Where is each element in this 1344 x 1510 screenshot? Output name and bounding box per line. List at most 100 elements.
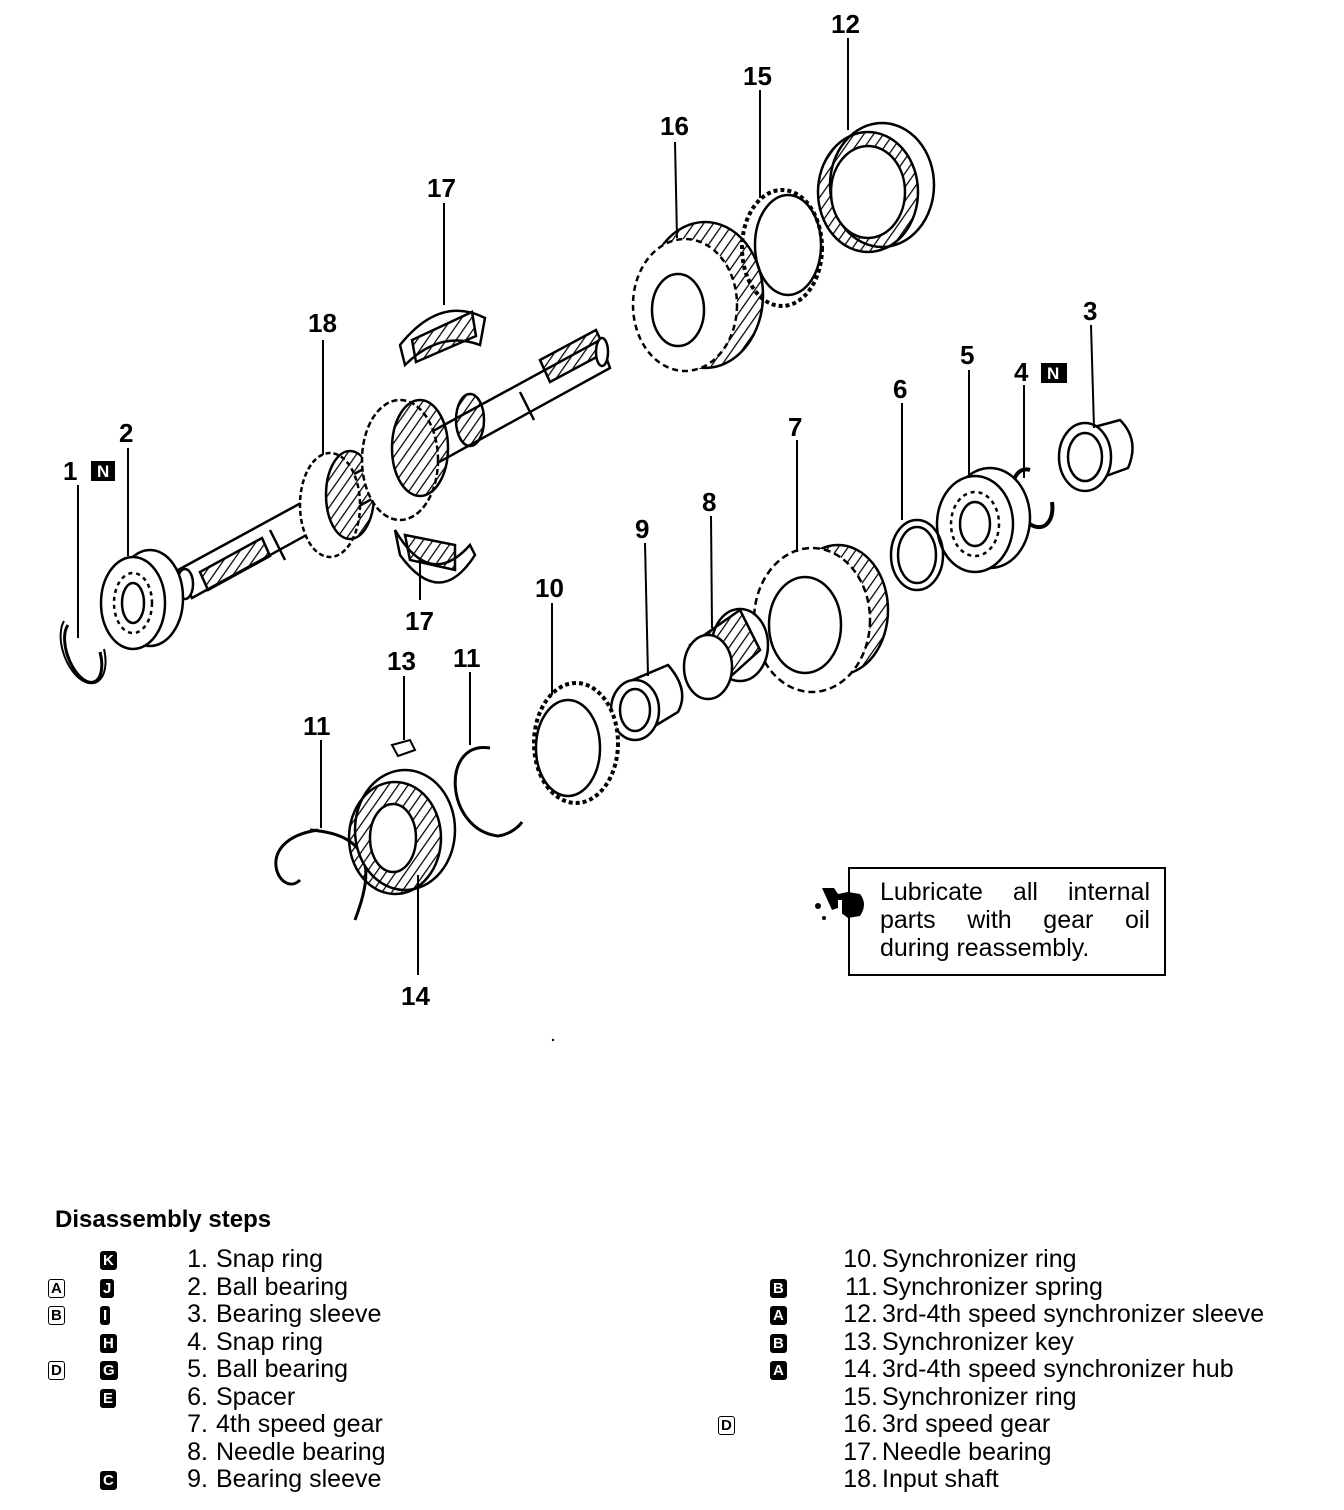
step-mark-b: H <box>100 1329 117 1357</box>
bearing-sleeve-3 <box>1057 418 1134 493</box>
step-number: 9. <box>187 1465 208 1493</box>
step-row: B I 3. Bearing sleeve <box>0 1300 640 1329</box>
spacer-6 <box>889 518 945 592</box>
step-mark-a: D <box>718 1411 735 1439</box>
step-row: E 6. Spacer <box>0 1382 640 1412</box>
ball-bearing-2 <box>99 548 185 651</box>
synchronizer-spring-11-right <box>453 746 524 838</box>
callout-1: 1 <box>63 456 77 486</box>
callout-15: 15 <box>743 61 772 91</box>
callout-9: 9 <box>635 514 649 544</box>
callout-17-lower: 17 <box>405 606 434 636</box>
step-label: 3rd-4th speed synchronizer hub <box>882 1355 1234 1383</box>
step-label: Needle bearing <box>882 1437 1052 1466</box>
step-label: Synchronizer ring <box>882 1382 1077 1411</box>
step-number: 3. <box>187 1300 208 1328</box>
step-mark-a: D <box>48 1356 65 1384</box>
step-label: Synchronizer key <box>882 1327 1074 1356</box>
callout-10: 10 <box>535 573 564 603</box>
step-number: 15. <box>843 1382 878 1411</box>
step-row: 17.Needle bearing <box>660 1437 1344 1467</box>
step-row: 8.Needle bearing <box>0 1437 640 1467</box>
badge-n-4: N <box>1041 363 1067 383</box>
lubrication-note-text: Lubricate all internal parts with gear o… <box>880 878 1150 962</box>
step-label: Spacer <box>216 1382 296 1411</box>
disassembly-steps-title: Disassembly steps <box>55 1206 272 1233</box>
bearing-sleeve-9 <box>609 663 684 742</box>
callout-17-upper: 17 <box>427 173 456 203</box>
callout-16: 16 <box>660 111 689 141</box>
step-number: 2. <box>187 1272 208 1301</box>
step-number: 14. <box>843 1355 878 1383</box>
step-label: Ball bearing <box>216 1355 349 1383</box>
step-number: 12. <box>843 1300 878 1328</box>
step-label: 4th speed gear <box>216 1410 383 1438</box>
step-mark-a: A <box>48 1274 65 1302</box>
step-row: B 11.Synchronizer spring <box>660 1272 1344 1302</box>
svg-text:N: N <box>97 462 109 481</box>
ball-bearing-5 <box>935 466 1032 574</box>
step-mark-b: I <box>100 1301 111 1329</box>
callout-6: 6 <box>893 374 907 404</box>
callout-7: 7 <box>788 412 802 442</box>
badge-n-1: N <box>91 461 115 481</box>
step-row: A 12.3rd-4th speed synchronizer sleeve <box>660 1300 1344 1329</box>
input-shaft-gear-cluster <box>298 392 486 559</box>
step-label: Bearing sleeve <box>216 1465 382 1493</box>
synchronizer-ring-15 <box>740 188 824 308</box>
leader-lines <box>77 38 1095 975</box>
step-row: 10.Synchronizer ring <box>660 1245 1344 1274</box>
needle-bearing-upper <box>398 309 487 368</box>
step-row: A J 2. Ball bearing <box>0 1272 640 1302</box>
callout-2: 2 <box>119 418 133 448</box>
step-mark-b: B <box>770 1274 787 1302</box>
synchronizer-hub-14 <box>347 768 457 896</box>
exploded-view-diagram: 1 2 3 4 5 6 7 8 9 10 11 11 12 13 14 15 1… <box>59 9 1134 1042</box>
step-number: 8. <box>187 1437 208 1466</box>
step-label: Snap ring <box>216 1327 324 1356</box>
step-mark-b: C <box>100 1466 117 1494</box>
callout-5: 5 <box>960 340 974 370</box>
step-row: 18.Input shaft <box>660 1465 1344 1494</box>
callout-12: 12 <box>831 9 860 39</box>
callout-13: 13 <box>387 646 416 676</box>
step-mark-a: B <box>48 1301 65 1329</box>
needle-bearing-8 <box>682 607 770 701</box>
step-number: 11. <box>845 1272 878 1301</box>
callouts: 1 2 3 4 5 6 7 8 9 10 11 11 12 13 14 15 1… <box>63 9 1097 1011</box>
synchronizer-sleeve-12 <box>816 121 936 254</box>
fourth-speed-gear <box>752 543 890 694</box>
step-label: Ball bearing <box>216 1272 349 1301</box>
step-label: 3rd speed gear <box>882 1410 1051 1438</box>
step-mark-b: J <box>100 1274 115 1302</box>
step-row: C 9. Bearing sleeve <box>0 1465 640 1494</box>
needle-bearing-lower <box>393 529 477 584</box>
callout-8: 8 <box>702 487 716 517</box>
synchronizer-key-13 <box>390 738 417 758</box>
oil-can-icon <box>815 888 864 920</box>
step-number: 5. <box>187 1355 208 1383</box>
step-number: 18. <box>843 1465 878 1493</box>
step-mark-b: E <box>100 1384 117 1412</box>
step-mark-b: A <box>770 1301 787 1329</box>
callout-4: 4 <box>1014 357 1029 387</box>
step-label: Synchronizer spring <box>882 1272 1103 1301</box>
synchronizer-ring-10 <box>532 681 620 805</box>
step-label: Bearing sleeve <box>216 1300 382 1328</box>
step-row: H 4. Snap ring <box>0 1327 640 1357</box>
step-number: 7. <box>187 1410 208 1438</box>
snap-ring-1 <box>63 624 104 684</box>
step-label: 3rd-4th speed synchronizer sleeve <box>882 1300 1265 1328</box>
callout-14: 14 <box>401 981 430 1011</box>
third-speed-gear <box>631 220 765 373</box>
svg-text:N: N <box>1047 364 1059 383</box>
step-number: 6. <box>187 1382 208 1411</box>
callout-3: 3 <box>1083 296 1097 326</box>
step-number: 16. <box>843 1410 878 1438</box>
step-number: 4. <box>187 1327 208 1356</box>
